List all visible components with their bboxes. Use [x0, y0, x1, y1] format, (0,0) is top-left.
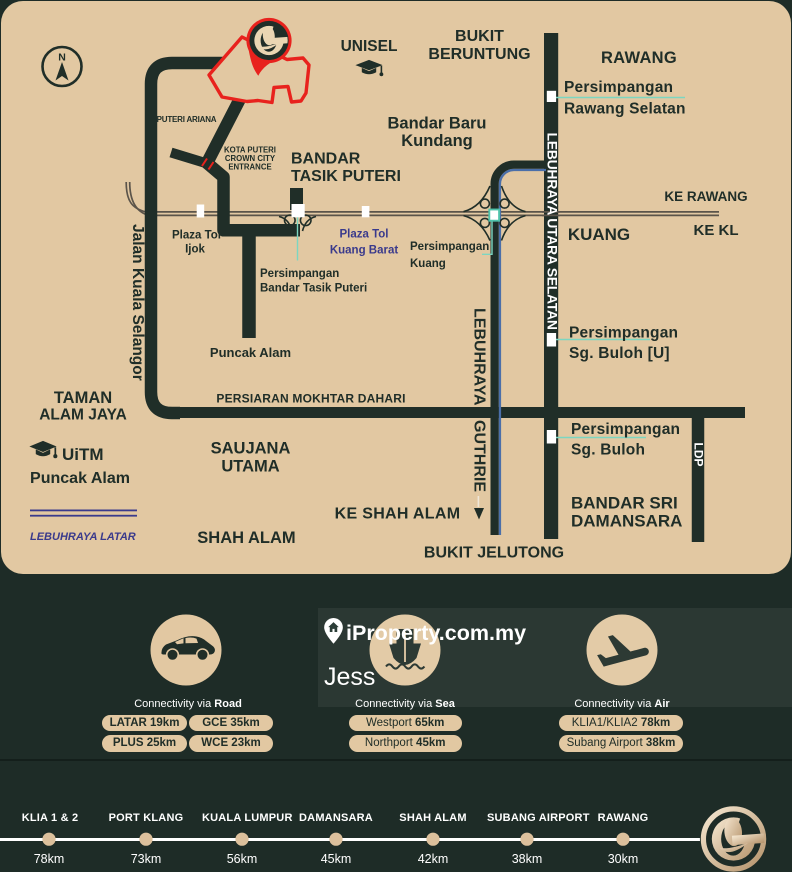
- svg-text:Jalan Kuala Selangor: Jalan Kuala Selangor: [129, 224, 146, 381]
- svg-text:Persimpangan: Persimpangan: [410, 241, 489, 253]
- svg-text:Kuang Barat: Kuang Barat: [330, 245, 399, 257]
- svg-text:GUTHRIE: GUTHRIE: [471, 420, 488, 492]
- svg-text:BANDAR: BANDAR: [291, 151, 361, 168]
- svg-text:Sg. Buloh: Sg. Buloh: [571, 442, 645, 459]
- svg-text:UNISEL: UNISEL: [341, 38, 398, 55]
- svg-text:LEBUHRAYA UTARA SELATAN: LEBUHRAYA UTARA SELATAN: [545, 133, 561, 330]
- svg-text:KE SHAH ALAM: KE SHAH ALAM: [335, 506, 461, 523]
- svg-text:BERUNTUNG: BERUNTUNG: [428, 46, 530, 63]
- svg-text:DAMANSARA: DAMANSARA: [571, 512, 682, 531]
- svg-text:KOTA PUTERI: KOTA PUTERI: [224, 146, 276, 155]
- svg-text:Puncak Alam: Puncak Alam: [210, 345, 291, 360]
- svg-text:PUTERI ARIANA: PUTERI ARIANA: [157, 115, 217, 124]
- svg-text:Bandar Tasik Puteri: Bandar Tasik Puteri: [260, 283, 367, 295]
- svg-text:BUKIT JELUTONG: BUKIT JELUTONG: [424, 545, 564, 562]
- svg-text:Persimpangan: Persimpangan: [564, 79, 673, 96]
- svg-text:BANDAR SRI: BANDAR SRI: [571, 494, 678, 513]
- svg-text:CROWN CITY: CROWN CITY: [225, 154, 276, 163]
- svg-text:ALAM JAYA: ALAM JAYA: [39, 407, 127, 424]
- svg-text:BUKIT: BUKIT: [455, 28, 504, 45]
- svg-text:Persimpangan: Persimpangan: [260, 268, 339, 280]
- svg-text:Puncak Alam: Puncak Alam: [30, 470, 130, 487]
- svg-text:KUANG: KUANG: [568, 225, 630, 244]
- svg-text:KE RAWANG: KE RAWANG: [664, 189, 747, 204]
- svg-text:N: N: [58, 52, 66, 64]
- svg-text:Plaza Tol: Plaza Tol: [340, 229, 389, 241]
- svg-text:UiTM: UiTM: [62, 445, 104, 464]
- svg-text:Persimpangan: Persimpangan: [571, 421, 680, 438]
- svg-text:TASIK PUTERI: TASIK PUTERI: [291, 168, 401, 185]
- svg-text:Plaza Tol: Plaza Tol: [172, 230, 221, 242]
- svg-text:SAUJANA: SAUJANA: [211, 440, 291, 458]
- svg-text:UTAMA: UTAMA: [221, 458, 279, 476]
- svg-text:LEBUHRAYA: LEBUHRAYA: [471, 308, 488, 406]
- svg-text:ENTRANCE: ENTRANCE: [228, 163, 271, 172]
- svg-text:LDP: LDP: [691, 443, 705, 467]
- svg-text:TAMAN: TAMAN: [54, 389, 112, 407]
- svg-text:SHAH ALAM: SHAH ALAM: [197, 529, 295, 547]
- svg-text:Rawang Selatan: Rawang Selatan: [564, 101, 686, 118]
- svg-text:Kundang: Kundang: [401, 132, 473, 150]
- svg-text:Kuang: Kuang: [410, 258, 446, 270]
- svg-text:Sg. Buloh [U]: Sg. Buloh [U]: [569, 345, 670, 362]
- svg-text:KE KL: KE KL: [694, 222, 739, 239]
- svg-text:Persimpangan: Persimpangan: [569, 325, 678, 342]
- svg-text:PERSIARAN MOKHTAR DAHARI: PERSIARAN MOKHTAR DAHARI: [216, 392, 405, 406]
- svg-text:Ijok: Ijok: [185, 244, 205, 256]
- svg-text:LEBUHRAYA LATAR: LEBUHRAYA LATAR: [30, 531, 136, 543]
- svg-text:RAWANG: RAWANG: [601, 49, 677, 67]
- svg-text:Bandar Baru: Bandar Baru: [387, 115, 486, 133]
